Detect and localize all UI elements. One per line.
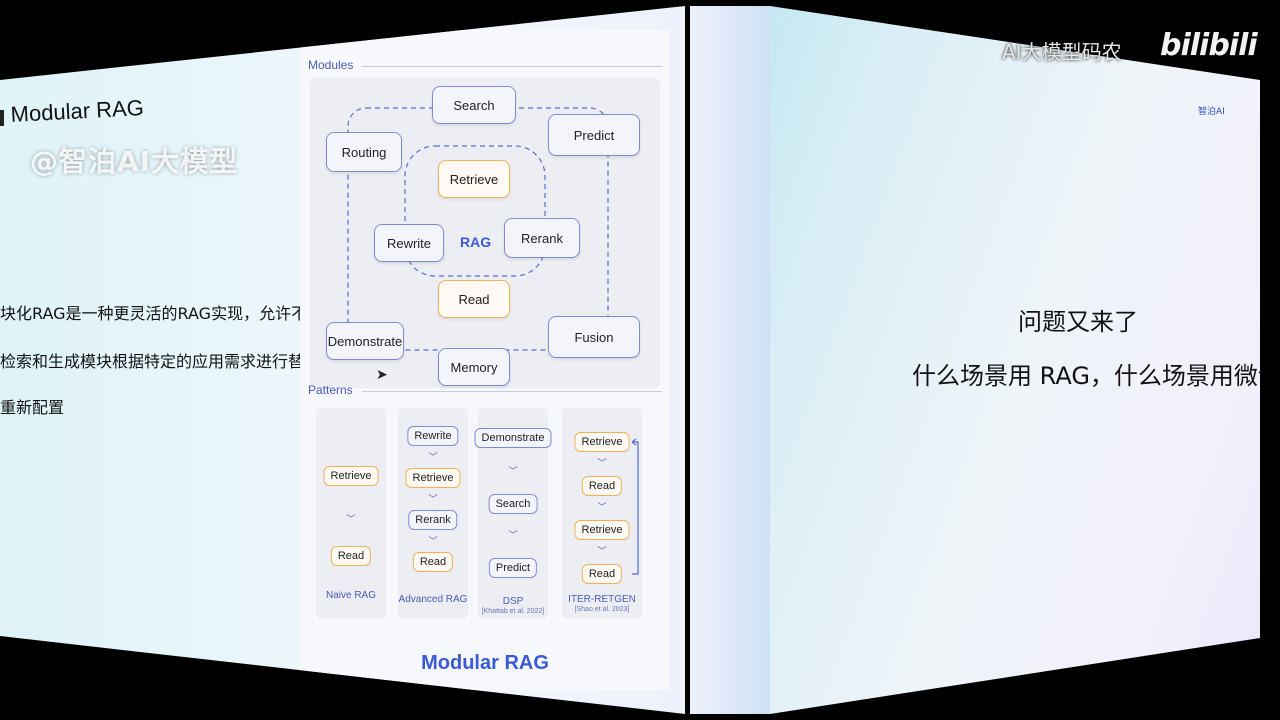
pattern-step: Retrieve bbox=[574, 432, 630, 452]
pattern-name: ITER-RETGEN bbox=[568, 594, 636, 605]
pattern-name: Advanced RAG bbox=[398, 594, 468, 605]
chevron-down-icon: ﹀ bbox=[597, 502, 607, 512]
pattern-citation: [Shao et al. 2023] bbox=[574, 606, 630, 613]
corner-logo: 智泊AI bbox=[1198, 107, 1225, 117]
pattern-citation: [Khattab et al. 2022] bbox=[481, 608, 545, 615]
chevron-down-icon: ﹀ bbox=[428, 494, 438, 504]
bilibili-logo: bilibili bbox=[1160, 28, 1258, 63]
module-rewrite: Rewrite bbox=[374, 224, 444, 262]
pattern-step: Search bbox=[488, 494, 538, 514]
patterns-divider bbox=[362, 391, 662, 392]
patterns-label: Patterns bbox=[308, 383, 353, 397]
loop-arrow-icon bbox=[631, 438, 639, 575]
chevron-down-icon: ﹀ bbox=[508, 530, 518, 540]
question-line-1: 问题又来了 bbox=[1018, 308, 1138, 336]
modules-diagram: Search Routing Predict Retrieve Rewrite … bbox=[310, 78, 660, 388]
pattern-naive-rag: Retrieve ﹀ Read Naive RAG bbox=[316, 408, 386, 618]
slide-edge-strip bbox=[690, 6, 770, 714]
pattern-step: Rewrite bbox=[407, 426, 459, 446]
pattern-step: Retrieve bbox=[405, 468, 461, 488]
watermark: @智泊AI大模型 bbox=[30, 145, 239, 178]
module-retrieve: Retrieve bbox=[438, 160, 510, 198]
channel-name: AI大模型码农 bbox=[1002, 40, 1122, 64]
mouse-cursor-icon: ➤ bbox=[376, 366, 388, 382]
module-memory: Memory bbox=[438, 348, 510, 386]
body-line-2: 检索和生成模块根据特定的应用需求进行替换 bbox=[0, 352, 321, 371]
module-fusion: Fusion bbox=[548, 316, 640, 358]
rag-core-label: RAG bbox=[460, 234, 492, 250]
patterns-diagram: Retrieve ﹀ Read Naive RAG Rewrite ﹀ Retr… bbox=[310, 398, 660, 628]
left-slide-panel: Modular RAG @智泊AI大模型 块化RAG是一种更灵活的RAG实现，允… bbox=[0, 6, 685, 714]
pattern-step: Read bbox=[581, 476, 623, 496]
body-line-3: 重新配置 bbox=[0, 398, 65, 417]
question-line-2: 什么场景用 RAG，什么场景用微调？ bbox=[912, 362, 1280, 390]
chevron-down-icon: ﹀ bbox=[428, 452, 438, 462]
pattern-name: Naive RAG bbox=[325, 590, 377, 601]
pattern-step: Read bbox=[412, 552, 454, 572]
body-line-1: 块化RAG是一种更灵活的RAG实现，允许不同 bbox=[0, 304, 324, 323]
pattern-dsp: Demonstrate ﹀ Search ﹀ Predict DSP [Khat… bbox=[474, 408, 552, 618]
pattern-step: Read bbox=[330, 546, 372, 566]
modular-rag-figure: Modules Search Routing Predict Retrieve … bbox=[300, 30, 670, 690]
pattern-step: Demonstrate bbox=[474, 428, 552, 448]
pattern-step: Predict bbox=[488, 558, 538, 578]
pattern-step: Rerank bbox=[408, 510, 458, 530]
chevron-down-icon: ﹀ bbox=[346, 514, 356, 524]
module-rerank: Rerank bbox=[504, 218, 580, 258]
pattern-step: Retrieve bbox=[574, 520, 630, 540]
module-predict: Predict bbox=[548, 114, 640, 156]
module-search: Search bbox=[432, 86, 516, 124]
chevron-down-icon: ﹀ bbox=[597, 546, 607, 556]
module-read: Read bbox=[438, 280, 510, 318]
right-slide-panel: 智泊AI 问题又来了 什么场景用 RAG，什么场景用微调？ bbox=[690, 6, 1280, 714]
slide-title: Modular RAG bbox=[10, 95, 145, 127]
figure-caption: Modular RAG bbox=[421, 652, 549, 674]
chevron-down-icon: ﹀ bbox=[508, 466, 518, 476]
modules-label: Modules bbox=[308, 58, 354, 72]
title-marker bbox=[0, 110, 4, 126]
pattern-advanced-rag: Rewrite ﹀ Retrieve ﹀ Rerank ﹀ Read Advan… bbox=[398, 408, 468, 618]
chevron-down-icon: ﹀ bbox=[597, 458, 607, 468]
chevron-down-icon: ﹀ bbox=[428, 536, 438, 546]
module-demonstrate: Demonstrate bbox=[326, 322, 404, 360]
modules-divider bbox=[362, 66, 662, 67]
module-routing: Routing bbox=[326, 132, 402, 172]
pattern-iter-retgen: Retrieve ﹀ Read ﹀ Retrieve ﹀ Read ITER-R… bbox=[562, 408, 642, 618]
pattern-step: Read bbox=[581, 564, 623, 584]
pattern-name: DSP bbox=[502, 596, 524, 607]
pattern-step: Retrieve bbox=[323, 466, 379, 486]
